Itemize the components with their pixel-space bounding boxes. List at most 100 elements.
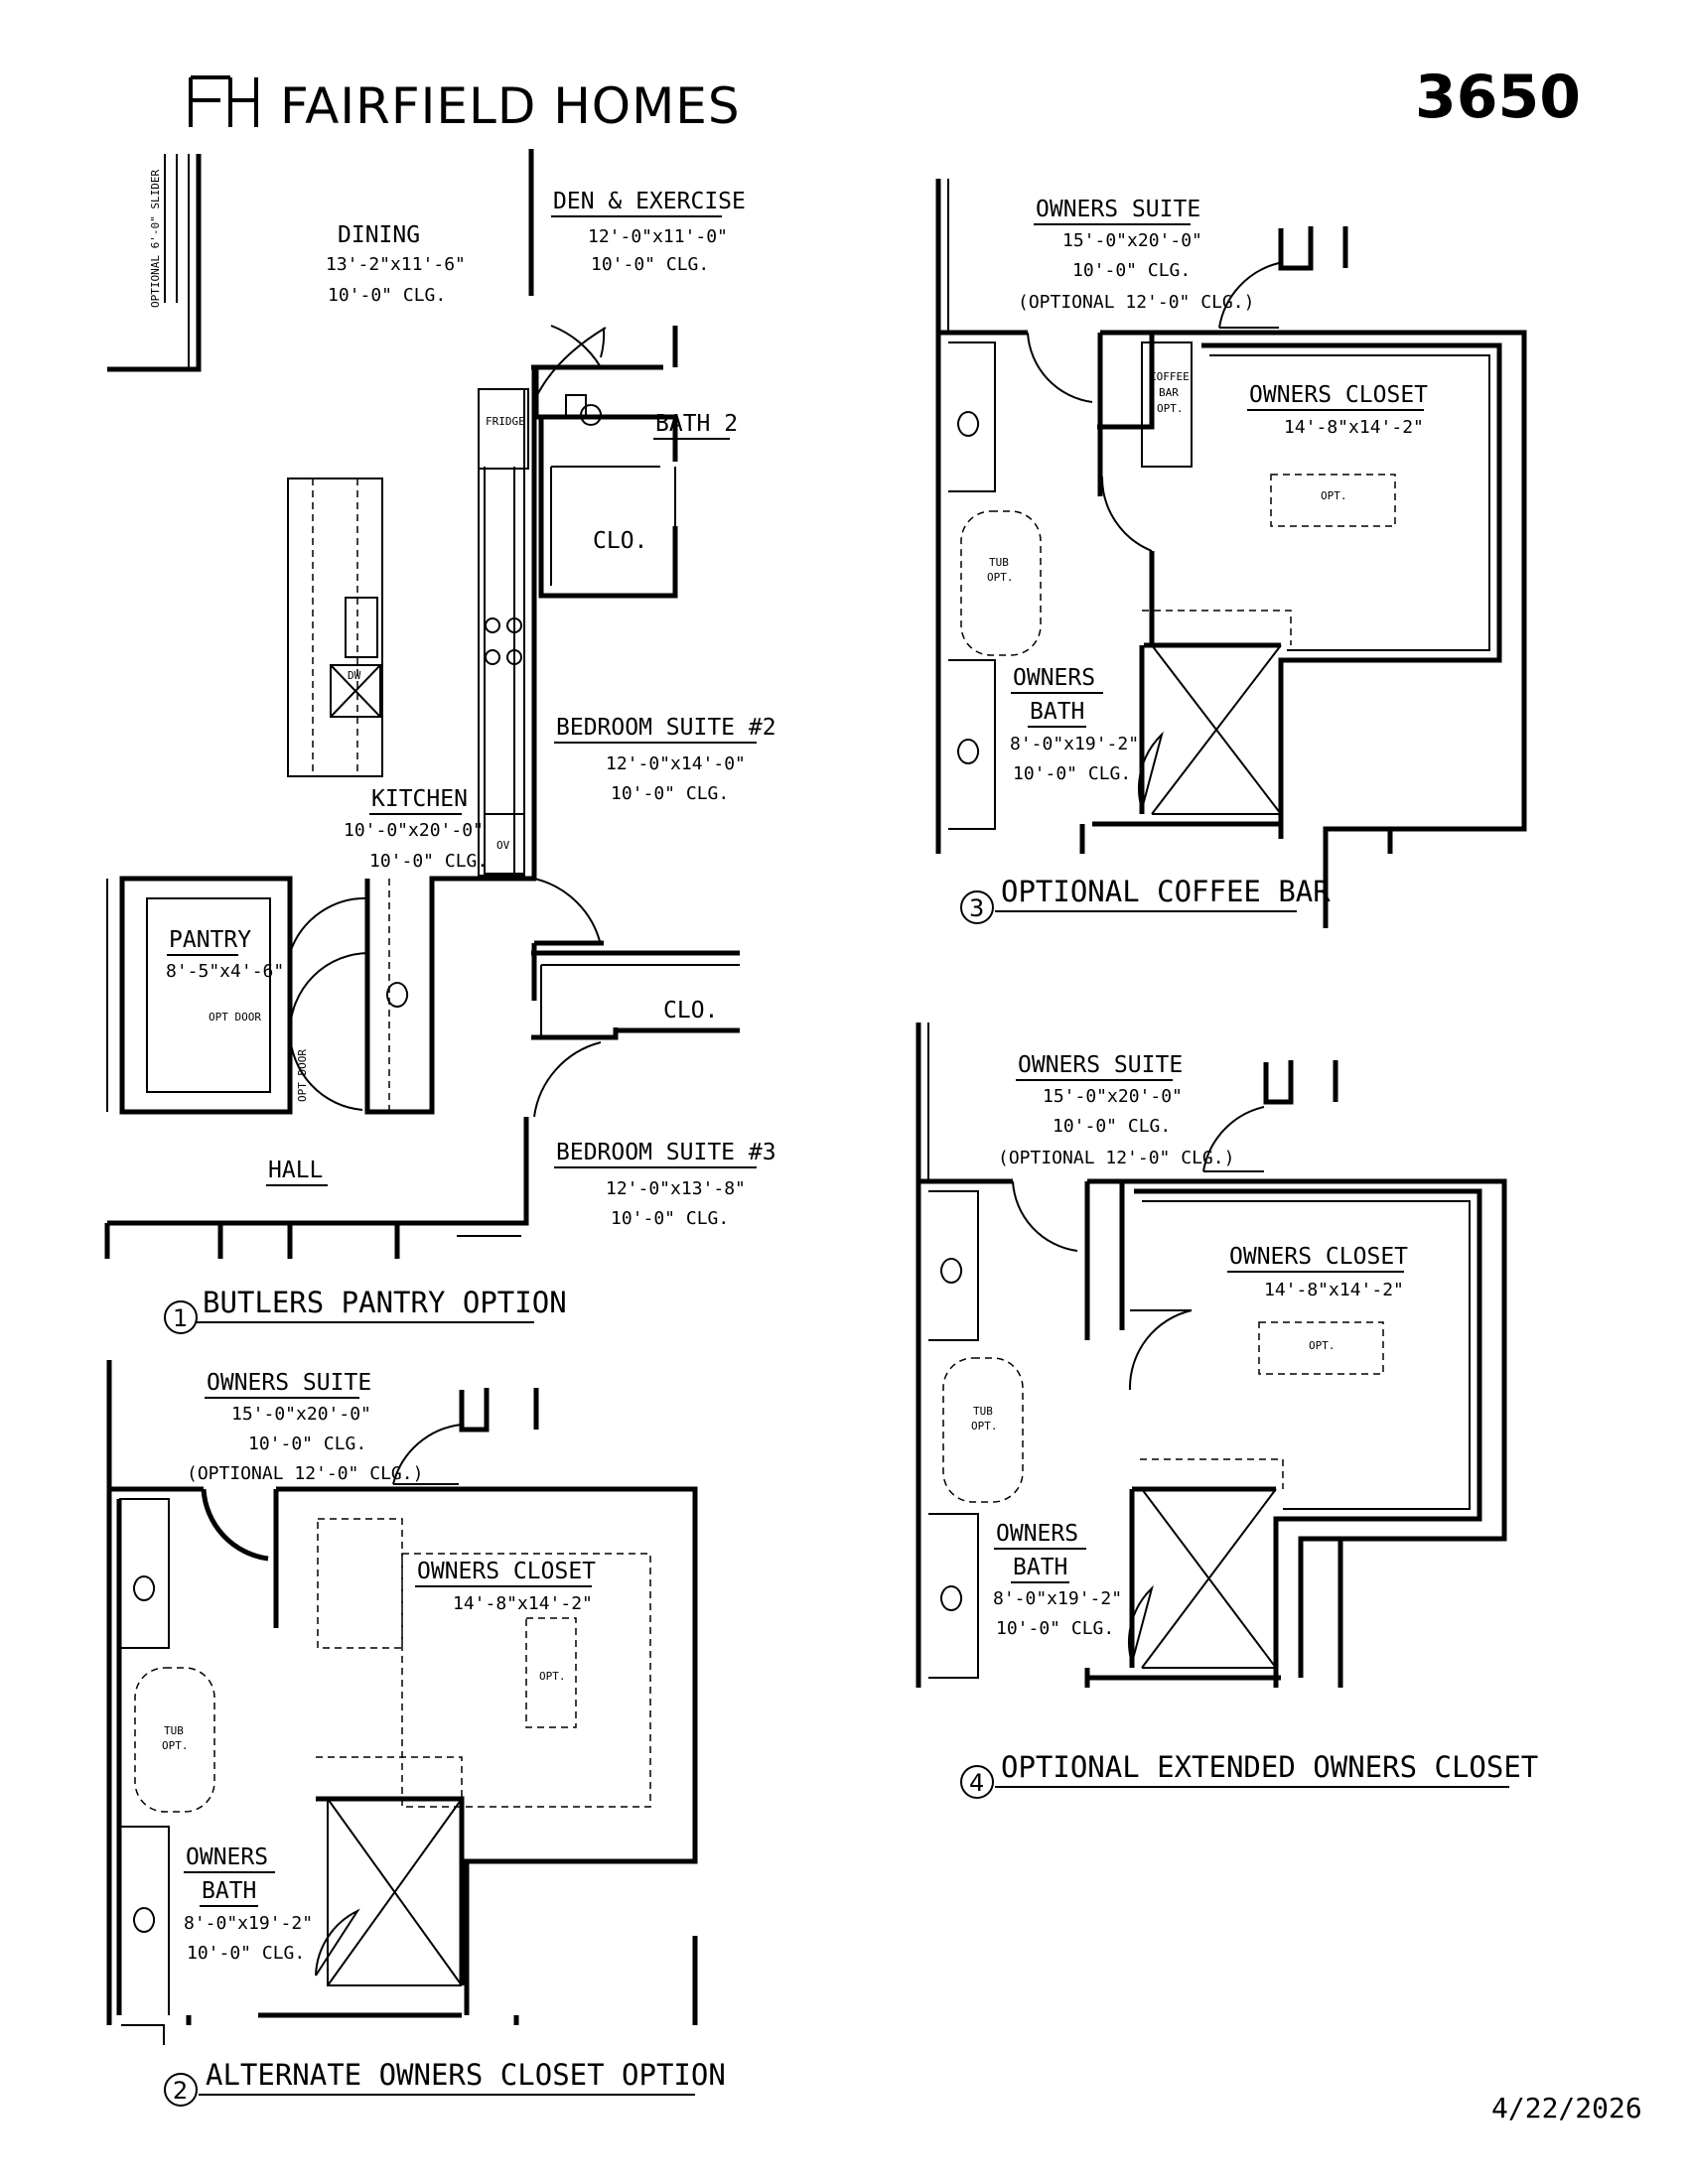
caption-4-text: OPTIONAL EXTENDED OWNERS CLOSET [1001, 1750, 1538, 1784]
opt4-suite-clg: 10'-0" CLG. [1053, 1116, 1171, 1137]
caption-1-circle [164, 1300, 198, 1334]
den-clg: 10'-0" CLG. [591, 254, 709, 275]
caption-1-number: 1 [173, 1304, 188, 1332]
opt2-opt-label: OPT. [539, 1670, 566, 1683]
opt3-bath-name-1: OWNERS [1013, 665, 1095, 691]
opt4-closet-size: 14'-8"x14'-2" [1264, 1280, 1404, 1300]
bed3-size: 12'-0"x13'-8" [606, 1178, 746, 1199]
caption-3-circle [960, 890, 994, 924]
fridge-box [478, 388, 529, 470]
opt2-bath-name-2: BATH [202, 1878, 256, 1904]
opt4-tub-outline [942, 1357, 1024, 1503]
option-1-caption: 1 BUTLERS PANTRY OPTION [164, 1286, 567, 1334]
option-4-extended-closet-plan: OWNERS SUITE 15'-0"x20'-0" 10'-0" CLG. (… [915, 1023, 1538, 1799]
bed3-clg: 10'-0" CLG. [611, 1208, 729, 1229]
cooktop-burners [485, 617, 522, 665]
caption-1-text: BUTLERS PANTRY OPTION [203, 1286, 567, 1319]
opt4-bath-name-2: BATH [1013, 1555, 1067, 1580]
opt4-bath-size: 8'-0"x19'-2" [993, 1588, 1122, 1609]
plan-number: 3650 [1415, 63, 1581, 132]
opt3-tub-opt-label: OPT. [987, 571, 1014, 584]
option-3-coffee-bar-plan: OWNERS SUITE 15'-0"x20'-0" 10'-0" CLG. (… [935, 179, 1527, 928]
opt4-suite-opt-clg: (OPTIONAL 12'-0" CLG.) [998, 1148, 1234, 1168]
opt4-opt-label: OPT. [1309, 1339, 1336, 1352]
kitchen-clg: 10'-0" CLG. [369, 851, 488, 872]
opt2-bath-size: 8'-0"x19'-2" [184, 1913, 313, 1934]
fridge-label: FRIDGE [486, 415, 525, 428]
opt4-tub-opt-label: OPT. [971, 1420, 998, 1433]
hall-label: HALL [268, 1158, 323, 1183]
opt3-bath-clg: 10'-0" CLG. [1013, 763, 1131, 784]
opt-door-label-vertical: OPT DOOR [296, 1049, 309, 1102]
opt3-coffee-3: OPT. [1157, 402, 1184, 415]
brand-name: FAIRFIELD HOMES [280, 77, 741, 135]
opt2-bath-clg: 10'-0" CLG. [187, 1943, 305, 1964]
island-sink [345, 597, 378, 658]
opt2-suite-name: OWNERS SUITE [207, 1370, 371, 1396]
slider-label: OPTIONAL 6'-0" SLIDER [149, 170, 162, 308]
fh-logo-mark [189, 75, 258, 127]
opt3-suite-name: OWNERS SUITE [1036, 197, 1200, 222]
option-4-caption: 4 OPTIONAL EXTENDED OWNERS CLOSET [960, 1750, 1538, 1799]
dining-name: DINING [338, 222, 420, 248]
kitchen-size: 10'-0"x20'-0" [344, 820, 484, 841]
bed2-clg: 10'-0" CLG. [611, 783, 729, 804]
opt3-suite-opt-clg: (OPTIONAL 12'-0" CLG.) [1018, 292, 1254, 313]
caption-4-number: 4 [969, 1769, 984, 1797]
opt4-bath-name-1: OWNERS [996, 1521, 1078, 1547]
opt3-suite-clg: 10'-0" CLG. [1072, 260, 1191, 281]
opt4-tub-label: TUB [973, 1405, 993, 1418]
bed3-name: BEDROOM SUITE #3 [556, 1140, 776, 1165]
caption-3-number: 3 [969, 894, 984, 922]
oven-box [484, 813, 525, 875]
option-2-alternate-closet-plan: OWNERS SUITE 15'-0"x20'-0" 10'-0" CLG. (… [106, 1360, 726, 2107]
option-1-butlers-pantry-plan: FRIDGE OV DW OPT DOOR OPT DOOR [104, 149, 776, 1334]
opt3-opt-label: OPT. [1321, 489, 1347, 502]
opt4-suite-name: OWNERS SUITE [1018, 1052, 1183, 1078]
opt3-bath-size: 8'-0"x19'-2" [1010, 734, 1139, 754]
opt2-bath-name-1: OWNERS [186, 1844, 268, 1870]
pantry-name: PANTRY [169, 927, 251, 953]
opt3-tub-label: TUB [989, 556, 1009, 569]
dining-clg: 10'-0" CLG. [328, 285, 446, 306]
oven-label: OV [496, 839, 510, 852]
caption-4-circle [960, 1765, 994, 1799]
dishwasher-box [330, 664, 381, 718]
clo-a-label: CLO. [593, 528, 647, 554]
opt2-tub-label: TUB [164, 1724, 184, 1737]
opt3-tub-outline [960, 510, 1042, 656]
toilet-fixture [565, 394, 603, 426]
opt4-closet-name: OWNERS CLOSET [1229, 1244, 1408, 1270]
opt3-closet-name: OWNERS CLOSET [1249, 382, 1428, 408]
kitchen-island [287, 478, 383, 777]
tub-outline [134, 1667, 215, 1813]
opt-door-label-horizontal: OPT DOOR [209, 1011, 261, 1024]
bed2-name: BEDROOM SUITE #2 [556, 715, 776, 741]
opt3-coffee-2: BAR [1159, 386, 1179, 399]
opt2-suite-opt-clg: (OPTIONAL 12'-0" CLG.) [187, 1463, 423, 1484]
opt3-closet-size: 14'-8"x14'-2" [1284, 417, 1424, 438]
caption-2-circle [164, 2073, 198, 2107]
opt2-closet-size: 14'-8"x14'-2" [453, 1593, 593, 1614]
den-name: DEN & EXERCISE [553, 189, 746, 214]
brand-logo: FAIRFIELD HOMES [189, 75, 741, 135]
opt2-tub-opt-label: OPT. [162, 1739, 189, 1752]
pantry-sink [386, 982, 409, 1008]
clo-b-label: CLO. [663, 998, 718, 1024]
caption-2-number: 2 [173, 2077, 188, 2105]
caption-2-text: ALTERNATE OWNERS CLOSET OPTION [206, 2058, 726, 2092]
option-2-caption: 2 ALTERNATE OWNERS CLOSET OPTION [164, 2058, 726, 2107]
opt3-coffee-1: COFFEE [1150, 370, 1190, 383]
opt4-bath-clg: 10'-0" CLG. [996, 1618, 1114, 1639]
den-size: 12'-0"x11'-0" [588, 226, 728, 247]
opt4-suite-size: 15'-0"x20'-0" [1043, 1086, 1183, 1107]
opt2-suite-clg: 10'-0" CLG. [248, 1433, 366, 1454]
sheet-date: 4/22/2026 [1491, 2092, 1642, 2124]
opt2-closet-name: OWNERS CLOSET [417, 1559, 596, 1584]
opt3-bath-name-2: BATH [1030, 699, 1084, 725]
kitchen-name: KITCHEN [371, 786, 468, 812]
bed2-size: 12'-0"x14'-0" [606, 753, 746, 774]
bath2-name: BATH 2 [655, 411, 738, 437]
opt3-suite-size: 15'-0"x20'-0" [1062, 230, 1202, 251]
